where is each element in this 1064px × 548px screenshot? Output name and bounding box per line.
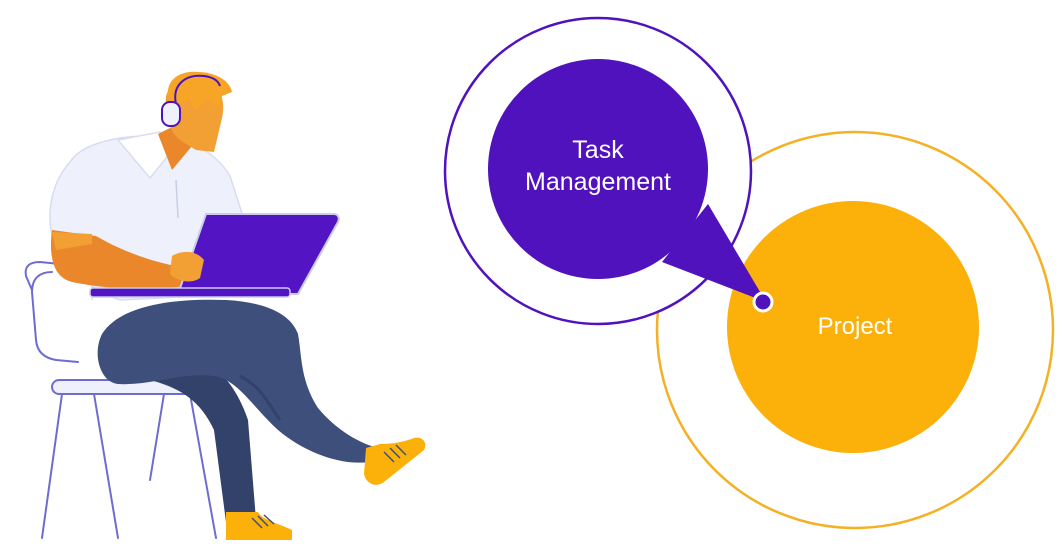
task-label-line2: Management [525, 168, 671, 196]
back-leg [150, 340, 292, 540]
head [161, 71, 232, 152]
connector-pointer [662, 204, 766, 302]
project-label: Project [818, 313, 893, 340]
headphones [174, 74, 221, 105]
project-outer-ring [655, 130, 1055, 530]
task-label-line1: Task [572, 136, 624, 164]
person-illustration [24, 71, 426, 540]
front-leg [97, 299, 426, 485]
front-hand [170, 251, 204, 282]
task-circle [488, 59, 708, 279]
project-circle [727, 201, 979, 453]
diagram: Task Management Project [443, 16, 1055, 530]
connector-dot [752, 291, 774, 313]
laptop [89, 213, 340, 298]
